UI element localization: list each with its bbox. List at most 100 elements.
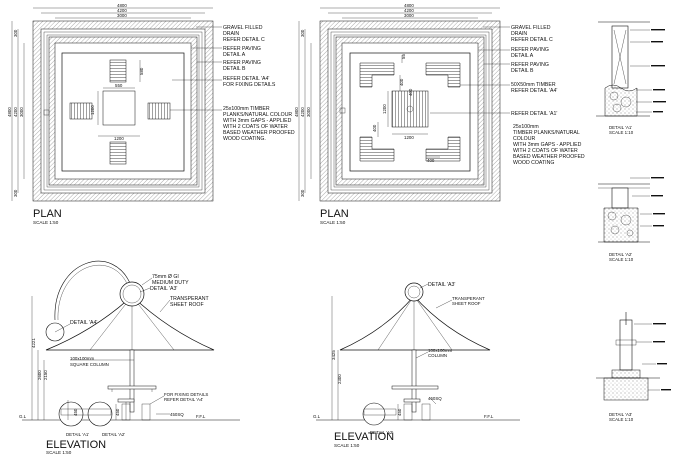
svg-text:DETAIL B: DETAIL B bbox=[511, 68, 534, 74]
ffl-label: F.F.L bbox=[196, 414, 206, 419]
plan-left-notes: GRAVEL FILLED DRAIN REFER DETAIL C REFER… bbox=[223, 25, 295, 142]
table-top bbox=[107, 385, 157, 390]
dim-side: 4200 bbox=[300, 107, 305, 117]
svg-text:REFER PAVING: REFER PAVING bbox=[511, 62, 549, 68]
dim-inner: 1200 bbox=[90, 105, 95, 115]
svg-text:REFER DETAIL 'A4': REFER DETAIL 'A4' bbox=[164, 397, 203, 402]
svg-text:DETAIL 'A3': DETAIL 'A3' bbox=[428, 282, 455, 288]
dim-side: 4800 bbox=[294, 107, 299, 117]
dim-inner: 400 bbox=[399, 78, 404, 86]
dim-inner: 400 bbox=[427, 158, 435, 163]
bench-l-bottom-left bbox=[359, 136, 395, 162]
svg-text:BASED WEATHER PROOFED: BASED WEATHER PROOFED bbox=[513, 154, 585, 160]
dim-inner: 580 bbox=[139, 67, 144, 75]
dim-inner: 1200 bbox=[404, 135, 414, 140]
svg-text:DETAIL 'A4': DETAIL 'A4' bbox=[70, 320, 97, 326]
svg-text:REFER PAVING: REFER PAVING bbox=[223, 60, 261, 66]
hub-circle bbox=[119, 281, 145, 307]
gi-pipe-arc bbox=[54, 261, 133, 321]
detail-a3: DETAIL 'A3' SCALE 1:10 bbox=[596, 312, 671, 422]
plan-scale: SCALE 1:50 bbox=[320, 220, 346, 225]
elevation-title: ELEVATION bbox=[334, 431, 394, 443]
center-table bbox=[391, 90, 429, 128]
column bbox=[411, 349, 417, 413]
detail-a2: DETAIL 'A2' SCALE 1:10 bbox=[598, 177, 665, 262]
svg-text:REFER DETAIL 'A4': REFER DETAIL 'A4' bbox=[511, 88, 557, 94]
plan-left: 550 1200 580 1200 4800 4200 3000 300 480… bbox=[7, 3, 295, 225]
svg-text:WITH 2 COATS OF WATER: WITH 2 COATS OF WATER bbox=[223, 124, 288, 130]
detail-a2-label: DETAIL 'A2' bbox=[370, 430, 393, 435]
dim-side: 300 bbox=[13, 29, 18, 37]
dim-inner: 400 bbox=[408, 88, 413, 96]
dim-top: 3000 bbox=[117, 13, 127, 18]
svg-text:SQUARE COLUMN: SQUARE COLUMN bbox=[70, 362, 109, 367]
svg-text:FOR FIXING DETAILS: FOR FIXING DETAILS bbox=[223, 82, 276, 88]
dim-height: 4221 bbox=[31, 338, 36, 348]
bench-top bbox=[109, 59, 127, 83]
svg-text:PLANKS/NATURAL COLOUR: PLANKS/NATURAL COLOUR bbox=[223, 112, 292, 118]
detail-scale: SCALE 1:10 bbox=[609, 257, 634, 262]
dim-height: 2300 bbox=[337, 374, 342, 384]
square-column bbox=[129, 349, 135, 413]
dim-side: 3000 bbox=[19, 107, 24, 117]
svg-text:100x100mm: 100x100mm bbox=[428, 348, 453, 353]
svg-text:DRAIN: DRAIN bbox=[223, 31, 239, 37]
ground-level-label: G.L bbox=[313, 414, 321, 419]
dim-top: 4800 bbox=[117, 3, 127, 8]
svg-text:GRAVEL FILLED: GRAVEL FILLED bbox=[223, 25, 263, 31]
detail-title: DETAIL 'A2' bbox=[609, 252, 632, 257]
svg-text:WOOD COATING: WOOD COATING bbox=[513, 160, 554, 166]
ground-level-label: G.L bbox=[19, 414, 27, 419]
dim-inner: 550 bbox=[115, 83, 123, 88]
dim-top: 4200 bbox=[404, 8, 414, 13]
dim-height: 2150 bbox=[43, 370, 48, 380]
svg-text:25x100mm: 25x100mm bbox=[513, 124, 539, 130]
dim-inner: 400 bbox=[372, 124, 377, 132]
dim-height: 450 bbox=[397, 408, 402, 416]
dim-height: 450 bbox=[115, 408, 120, 416]
table-top bbox=[391, 385, 439, 390]
svg-text:DRAIN: DRAIN bbox=[511, 31, 527, 37]
svg-text:DETAIL B: DETAIL B bbox=[223, 66, 246, 72]
svg-text:100x100mm: 100x100mm bbox=[70, 356, 95, 361]
dim-side: 4200 bbox=[13, 107, 18, 117]
svg-text:DETAIL 'A3': DETAIL 'A3' bbox=[150, 286, 177, 292]
detail-title: DETAIL 'A3' bbox=[609, 412, 632, 417]
bench-l-bottom-right bbox=[425, 136, 461, 162]
svg-text:GRAVEL FILLED: GRAVEL FILLED bbox=[511, 25, 551, 31]
detail-scale: SCALE 1:10 bbox=[609, 417, 634, 422]
svg-text:FOR FIXING DETAILS: FOR FIXING DETAILS bbox=[164, 392, 208, 397]
svg-text:WITH 2 COATS OF WATER: WITH 2 COATS OF WATER bbox=[513, 148, 578, 154]
dim-inner: 1200 bbox=[114, 136, 124, 141]
svg-text:WITH 3mm GAPS - APPLIED: WITH 3mm GAPS - APPLIED bbox=[513, 142, 582, 148]
dim-top: 3000 bbox=[404, 13, 414, 18]
svg-text:COLUMN: COLUMN bbox=[428, 353, 447, 358]
elevation-title: ELEVATION bbox=[46, 439, 106, 451]
elevation-scale: SCALE 1:50 bbox=[334, 443, 360, 448]
svg-text:REFER PAVING: REFER PAVING bbox=[223, 46, 261, 52]
hub-circle bbox=[404, 282, 424, 302]
svg-text:REFER DETAIL 'A4': REFER DETAIL 'A4' bbox=[223, 76, 269, 82]
dim-inner: 55 bbox=[401, 54, 406, 59]
svg-text:MEDIUM DUTY: MEDIUM DUTY bbox=[152, 280, 189, 286]
dim-side: 3000 bbox=[306, 107, 311, 117]
dim-inner: 1200 bbox=[382, 104, 387, 114]
dim-side: 300 bbox=[300, 189, 305, 197]
detail-a1-circle bbox=[58, 401, 84, 427]
svg-text:DETAIL A: DETAIL A bbox=[223, 52, 246, 58]
svg-text:WOOD COATING.: WOOD COATING. bbox=[223, 136, 266, 142]
svg-text:DETAIL A: DETAIL A bbox=[511, 53, 534, 59]
dim-height: 450 bbox=[73, 408, 78, 416]
detail-scale: SCALE 1:10 bbox=[609, 130, 634, 135]
svg-text:SHEET ROOF: SHEET ROOF bbox=[452, 301, 481, 306]
dim-height: 2600 bbox=[37, 370, 42, 380]
svg-text:TIMBER PLANKS/NATURAL: TIMBER PLANKS/NATURAL bbox=[513, 130, 580, 136]
bench-l-top-right bbox=[425, 62, 461, 88]
svg-text:75mm Ø GI: 75mm Ø GI bbox=[152, 274, 179, 280]
svg-text:SHEET ROOF: SHEET ROOF bbox=[170, 302, 204, 308]
footing-size-label: 450SQ bbox=[170, 412, 184, 417]
elevation-left: G.L F.F.L 4221 2600 2150 bbox=[19, 261, 240, 455]
elevation-right-notes: DETAIL 'A3' TRANSPERANT SHEET ROOF 100x1… bbox=[428, 282, 485, 358]
dim-side: 300 bbox=[13, 189, 18, 197]
